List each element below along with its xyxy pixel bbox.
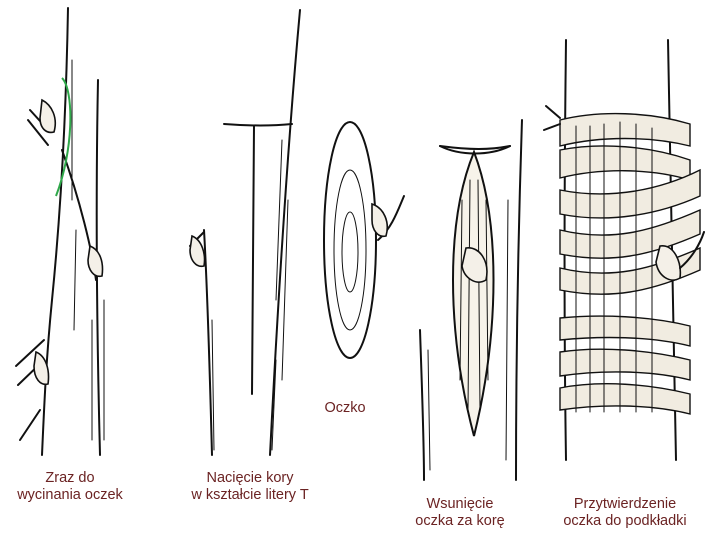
bud-icon bbox=[190, 236, 205, 266]
caption-t-cut-line-2: w kształcie litery T bbox=[170, 487, 330, 504]
caption-scion-line-1: Zraz do bbox=[0, 470, 140, 487]
caption-tie-line-2: oczka do podkładki bbox=[540, 513, 710, 530]
bud-icon bbox=[372, 204, 387, 236]
stock-t-cut bbox=[190, 10, 300, 455]
caption-scion-line-2: wycinania oczek bbox=[0, 487, 140, 504]
bud-inserted bbox=[420, 120, 522, 480]
caption-t-cut: Nacięcie kory w kształcie litery T bbox=[170, 470, 330, 504]
caption-scion: Zraz do wycinania oczek bbox=[0, 470, 140, 504]
scion-stick bbox=[16, 8, 104, 455]
caption-tie-line-1: Przytwierdzenie bbox=[540, 496, 710, 513]
tied-bud bbox=[544, 40, 704, 460]
caption-tie: Przytwierdzenie oczka do podkładki bbox=[540, 496, 710, 530]
bud-shield bbox=[324, 122, 404, 358]
caption-t-cut-line-1: Nacięcie kory bbox=[170, 470, 330, 487]
caption-insert-line-1: Wsunięcie bbox=[395, 496, 525, 513]
caption-bud: Oczko bbox=[305, 400, 385, 417]
caption-insert-line-2: oczka za korę bbox=[395, 513, 525, 530]
caption-bud-line-1: Oczko bbox=[305, 400, 385, 417]
caption-insert: Wsunięcie oczka za korę bbox=[395, 496, 525, 530]
bud-icon bbox=[88, 246, 103, 276]
bud-icon bbox=[40, 100, 55, 132]
